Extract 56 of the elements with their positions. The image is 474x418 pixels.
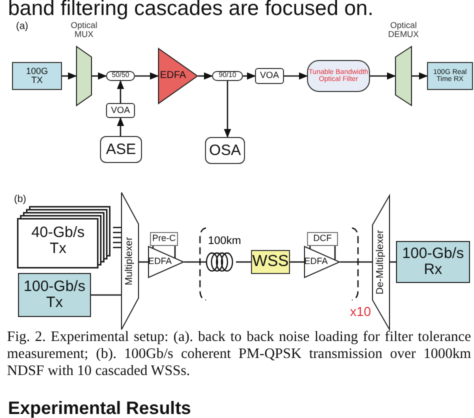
node-label: DCF (313, 234, 332, 244)
node-label: EDFA (304, 257, 328, 267)
panel-label: (b) (14, 194, 26, 205)
coupler-pill (212, 71, 243, 81)
connector-line (91, 294, 121, 296)
panel-label: (a) (16, 21, 28, 32)
connector-line (309, 245, 336, 260)
connector-line (152, 245, 176, 259)
connector-line (340, 261, 372, 263)
attenuator-box (106, 103, 135, 118)
connector-line (135, 72, 159, 80)
component-label: Optical MUX (70, 21, 98, 39)
coupler-pill (106, 71, 135, 81)
transmitter-box (18, 273, 91, 317)
node-label: 40-Gb/s Tx (30, 225, 86, 256)
node-label: 100-Gb/s Tx (22, 279, 86, 311)
node-label: ASE (106, 142, 136, 158)
node-label: 100G TX (24, 66, 50, 86)
switch-box (251, 250, 290, 274)
section-heading: Experimental Results (8, 398, 192, 418)
component-label: De-Multiplexer (376, 230, 386, 295)
connector-line (116, 117, 124, 136)
receiver-box (427, 62, 473, 90)
connector-line (116, 80, 124, 103)
connector-line (290, 261, 304, 263)
node-label: VOA (110, 106, 130, 116)
connector-line (184, 261, 206, 263)
connector-line (236, 261, 251, 263)
connector-line (412, 72, 428, 80)
length-label: 100km (208, 235, 242, 247)
connector-line (370, 72, 396, 80)
connector-line (284, 72, 308, 80)
connector-line (198, 72, 213, 80)
connector-line (243, 72, 256, 80)
component-label: Optical DEMUX (387, 21, 420, 39)
node-label: 100-Gb/s Rx (401, 246, 465, 278)
node-label: Pre-C (152, 234, 176, 244)
analyzer-box (205, 137, 245, 164)
node-label: EDFA (160, 70, 186, 82)
source-box (100, 136, 142, 163)
connector-line (62, 72, 77, 80)
connector-line (112, 226, 122, 248)
transmitter-box (12, 62, 62, 90)
figure-caption: Fig. 2. Experimental setup: (a). back to back noise loading for filter tolerance measurement; (b). 100Gb/s coherent PM-QPSK transmission over 1000km NDSF with 10 cascaded WSSs. (7, 329, 471, 380)
compensation-box (307, 232, 338, 246)
body-text: band filtering cascades are focused on. (8, 0, 374, 21)
connector-line (92, 72, 107, 80)
node-label: OSA (209, 142, 241, 158)
node-label: EDFA (148, 257, 172, 267)
node-label: VOA (260, 71, 279, 81)
filter-box (307, 60, 370, 92)
component-label: Multiplexer (124, 236, 136, 286)
attenuator-box (255, 68, 284, 84)
repeat-count: x10 (350, 304, 371, 319)
node-label: WSS (252, 254, 289, 270)
connector-line (224, 81, 232, 138)
